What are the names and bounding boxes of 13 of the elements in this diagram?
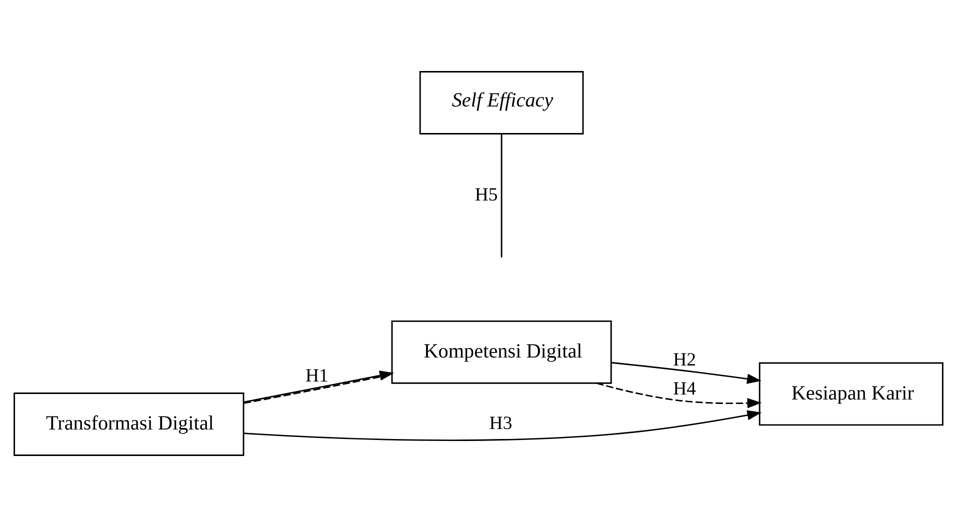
node-box: Transformasi Digital: [14, 392, 244, 456]
node-box: Kesiapan Karir: [758, 362, 944, 426]
arrow: [611, 361, 762, 384]
edge-label: H2: [673, 349, 696, 370]
connector: [500, 133, 502, 257]
arrow: [244, 410, 762, 441]
edge-label: H1: [306, 365, 328, 386]
edge-label: H4: [673, 378, 696, 400]
node-box: Kompetensi Digital: [391, 320, 612, 384]
edge-label: H3: [489, 412, 512, 434]
arrow: [596, 382, 762, 408]
node-box: Self Efficacy: [419, 70, 584, 134]
edge-label: H5: [474, 184, 498, 206]
